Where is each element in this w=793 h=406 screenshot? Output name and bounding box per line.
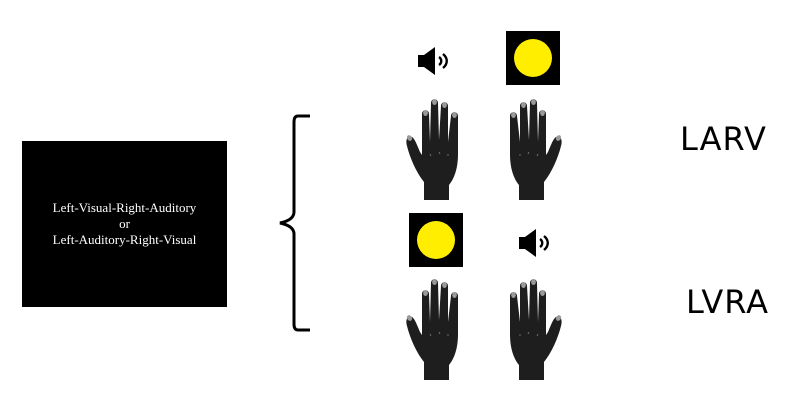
speaker-icon xyxy=(519,229,549,257)
right-hand-icon xyxy=(509,278,563,381)
yellow-circle-stimulus xyxy=(506,31,560,85)
row-label-larv: LARV xyxy=(680,120,767,158)
yellow-circle-icon xyxy=(514,39,552,77)
left-hand-icon xyxy=(405,278,459,381)
right-hand-icon xyxy=(509,98,563,201)
condition-line-1: Left-Visual-Right-Auditory xyxy=(52,200,197,215)
speaker-icon xyxy=(418,47,448,75)
curly-brace xyxy=(279,114,310,332)
yellow-circle-icon xyxy=(417,221,455,259)
condition-line-2: or xyxy=(119,216,130,231)
yellow-circle-stimulus xyxy=(409,213,463,267)
condition-line-3: Left-Auditory-Right-Visual xyxy=(52,232,197,247)
left-hand-icon xyxy=(405,98,459,201)
row-label-lvra: LVRA xyxy=(686,283,770,321)
condition-box: Left-Visual-Right-Auditory or Left-Audit… xyxy=(22,141,227,307)
